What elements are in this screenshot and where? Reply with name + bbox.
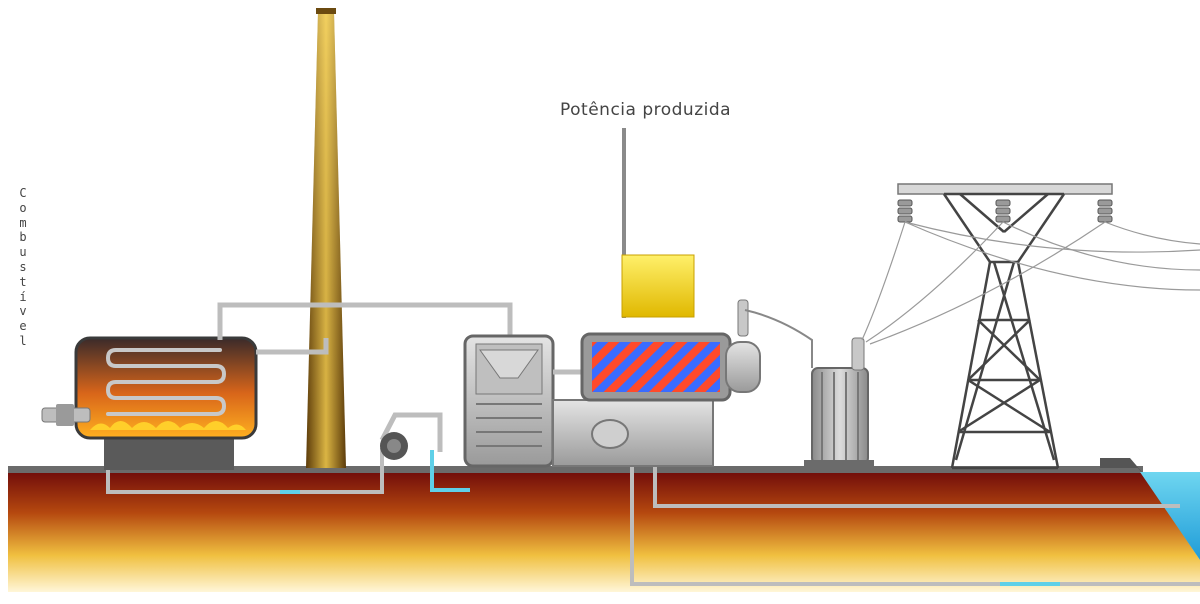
ground <box>8 458 1200 592</box>
power-produced-label: Potência produzida <box>560 100 732 120</box>
pump <box>380 432 408 460</box>
generator <box>580 332 761 402</box>
power-meter <box>621 128 695 318</box>
turbine <box>463 334 714 468</box>
water-reservoir <box>1140 472 1200 560</box>
boiler <box>41 336 258 470</box>
chimney <box>306 8 346 468</box>
transmission-tower <box>897 183 1113 470</box>
transformer <box>737 299 874 468</box>
power-lines <box>861 221 1200 345</box>
insulators <box>897 199 1113 223</box>
cooling-water-segments <box>280 450 1060 586</box>
fuel-label: Combustível <box>19 186 27 348</box>
steam-pipes <box>217 302 513 452</box>
